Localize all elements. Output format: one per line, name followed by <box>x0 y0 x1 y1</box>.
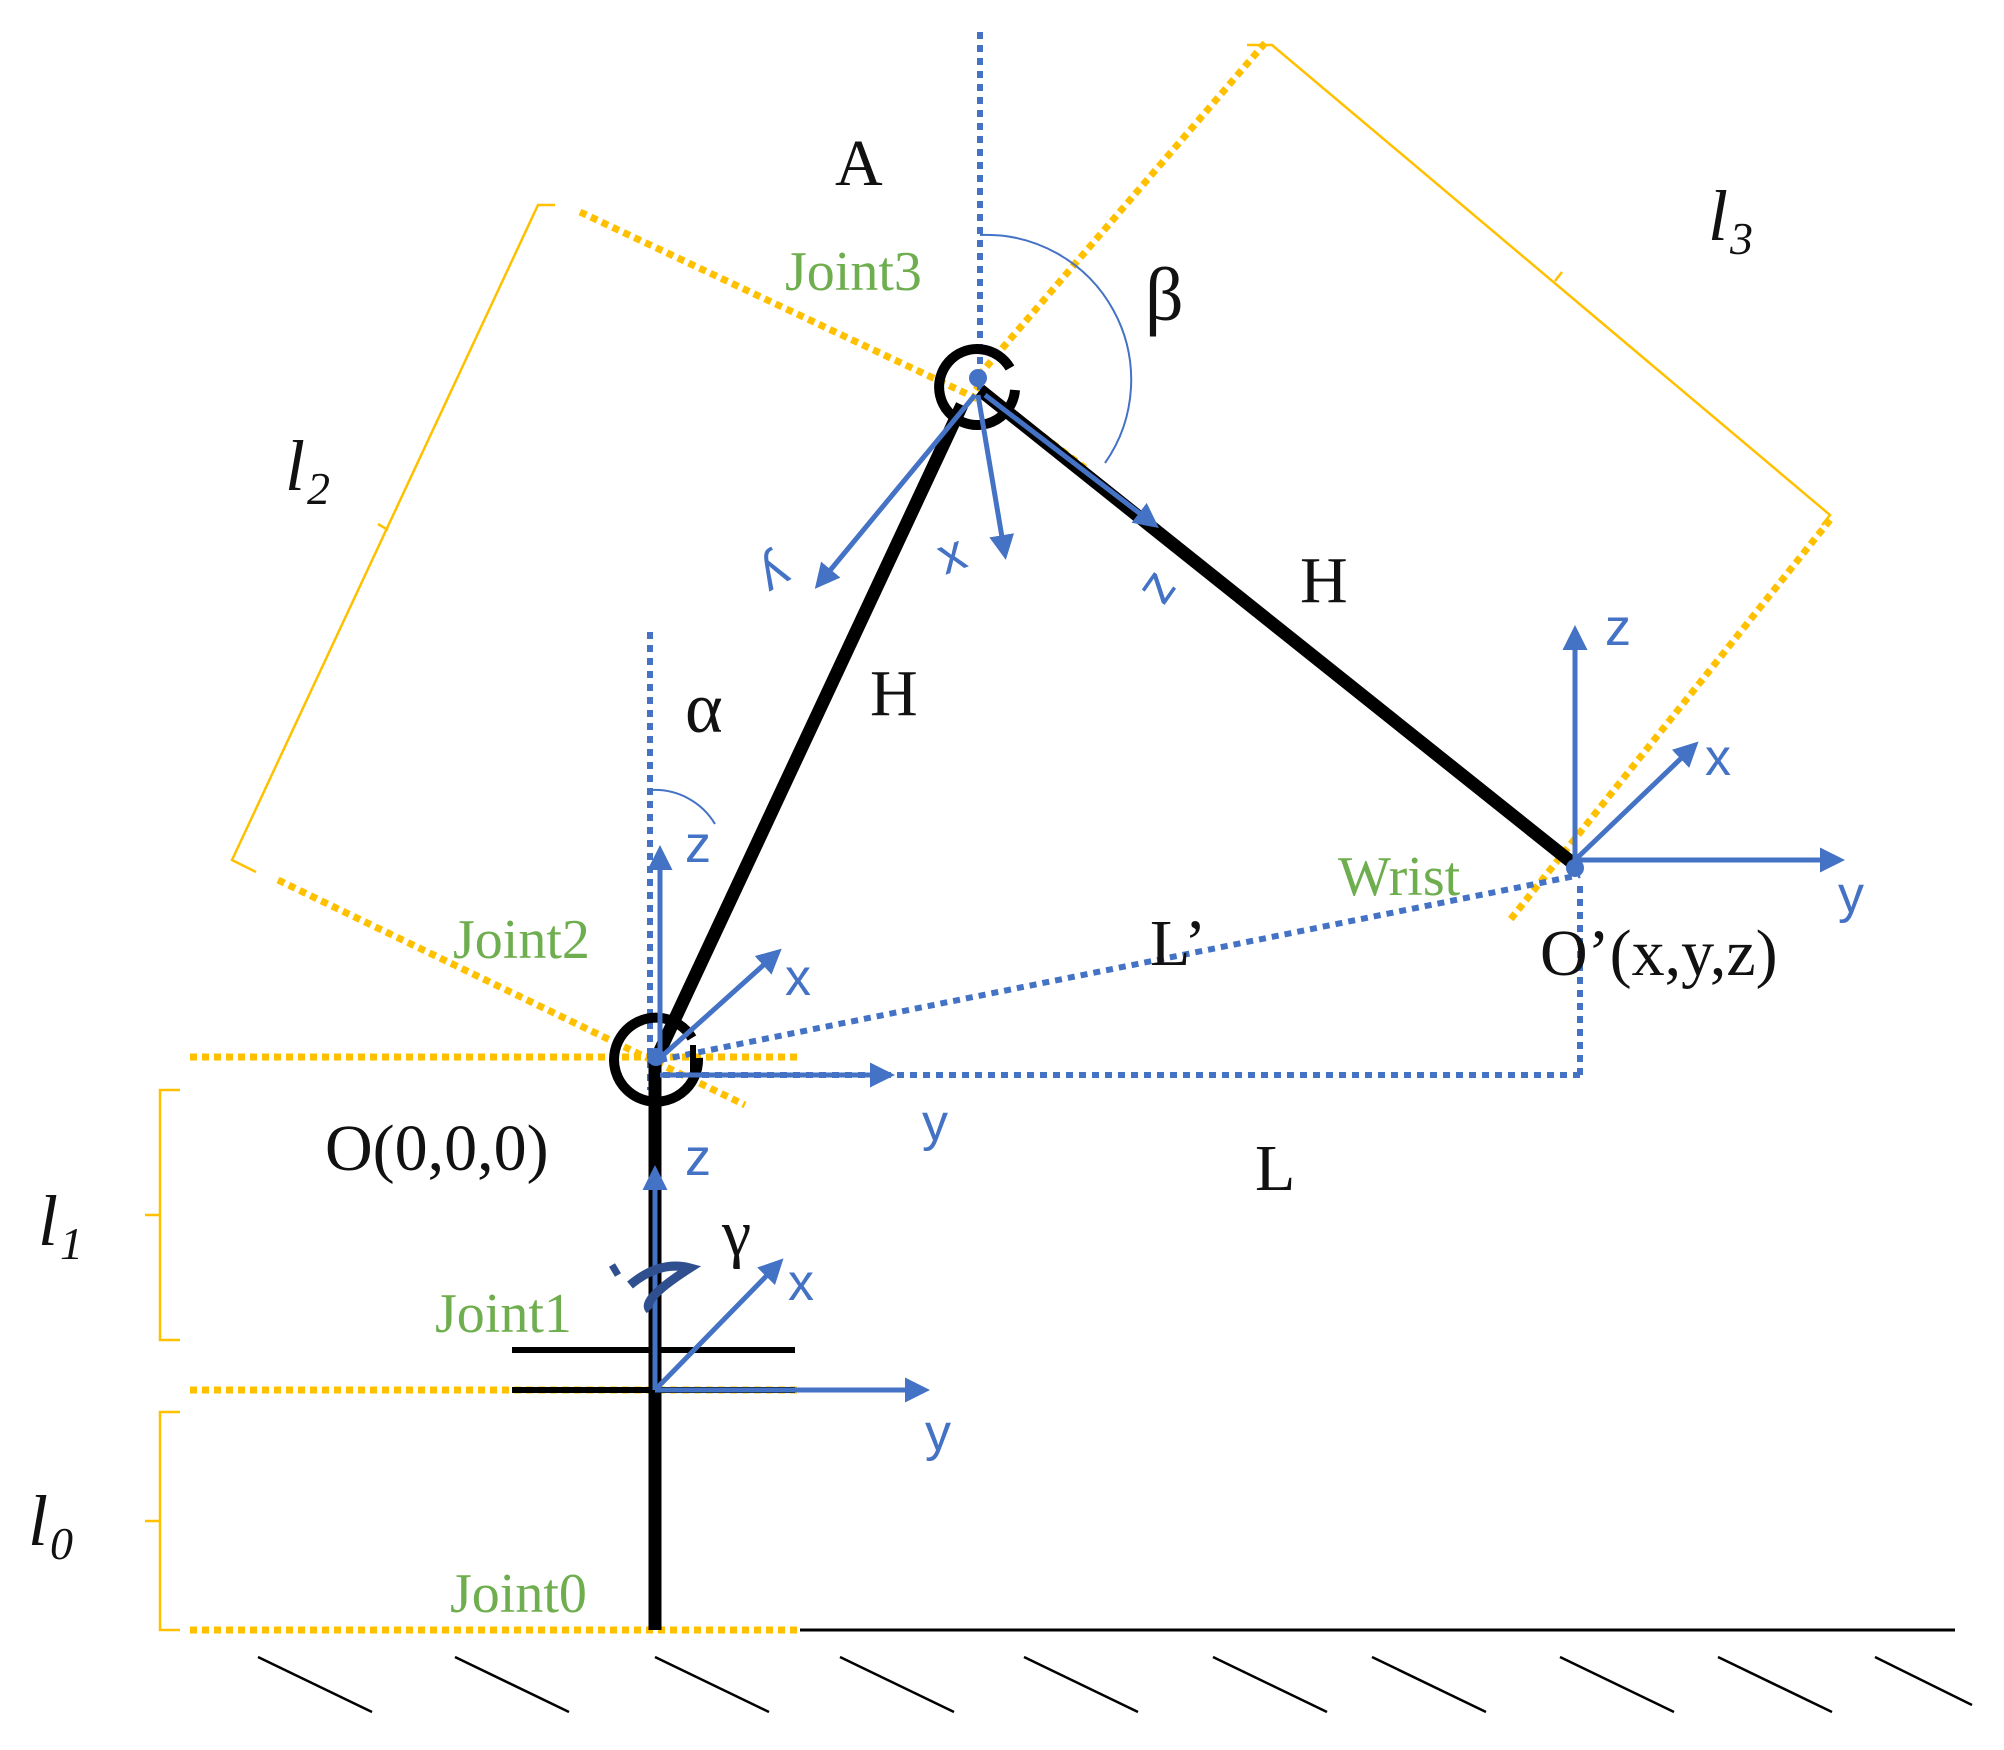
label-joint2: Joint2 <box>453 909 590 971</box>
label-point-A: A <box>835 127 883 200</box>
wrist-point <box>1566 859 1584 877</box>
axis-label-joint1-y: y <box>925 1404 951 1462</box>
rotation-gamma-icon <box>608 1261 702 1314</box>
label-wrist: Wrist <box>1338 846 1461 908</box>
label-angle-beta: β <box>1145 253 1184 337</box>
axis-label-wrist-y: y <box>1838 866 1864 924</box>
label-dim-l1: l1 <box>38 1181 83 1269</box>
axis-label-joint3-x: x <box>929 523 973 586</box>
label-origin: O(0,0,0) <box>325 1112 549 1185</box>
label-dim-l3: l3 <box>1708 176 1753 264</box>
orange-reference-lines <box>190 40 1833 1634</box>
label-dim-l2: l2 <box>285 426 330 514</box>
axis-label-wrist-x: x <box>1705 729 1731 787</box>
label-joint3: Joint3 <box>785 241 922 303</box>
axis-label-joint3-z: z <box>1130 564 1192 619</box>
axis-label-joint2-y: y <box>922 1094 948 1152</box>
blue-dotted-lines <box>647 32 1583 1090</box>
label-joint0: Joint0 <box>450 1563 587 1625</box>
joint3-symbol <box>934 344 1020 431</box>
angle-arcs <box>651 233 1133 825</box>
coordinate-axes <box>642 393 1845 1403</box>
label-distance-L-prime: L’ <box>1150 907 1206 980</box>
ground <box>257 1628 1973 1714</box>
label-dim-l0: l0 <box>28 1481 73 1569</box>
label-link-H-upper: H <box>870 657 918 730</box>
label-wrist-point: O’(x,y,z) <box>1540 917 1778 990</box>
label-link-H-lower: H <box>1300 544 1348 617</box>
axis-label-joint1-x: x <box>788 1254 814 1312</box>
label-angle-gamma: γ <box>721 1197 751 1270</box>
label-angle-alpha: α <box>685 668 723 748</box>
dimension-brackets <box>145 43 1832 1632</box>
axis-label-joint1-z: z <box>685 1129 711 1187</box>
label-joint1: Joint1 <box>435 1283 572 1345</box>
axis-label-wrist-z: z <box>1605 599 1631 657</box>
label-distance-L: L <box>1255 1132 1295 1205</box>
robot-links <box>512 384 1580 1630</box>
axis-label-joint2-z-upper: z <box>685 816 711 874</box>
axis-label-joint2-x: x <box>785 949 811 1007</box>
axis-label-joint3-y: y <box>749 545 801 608</box>
